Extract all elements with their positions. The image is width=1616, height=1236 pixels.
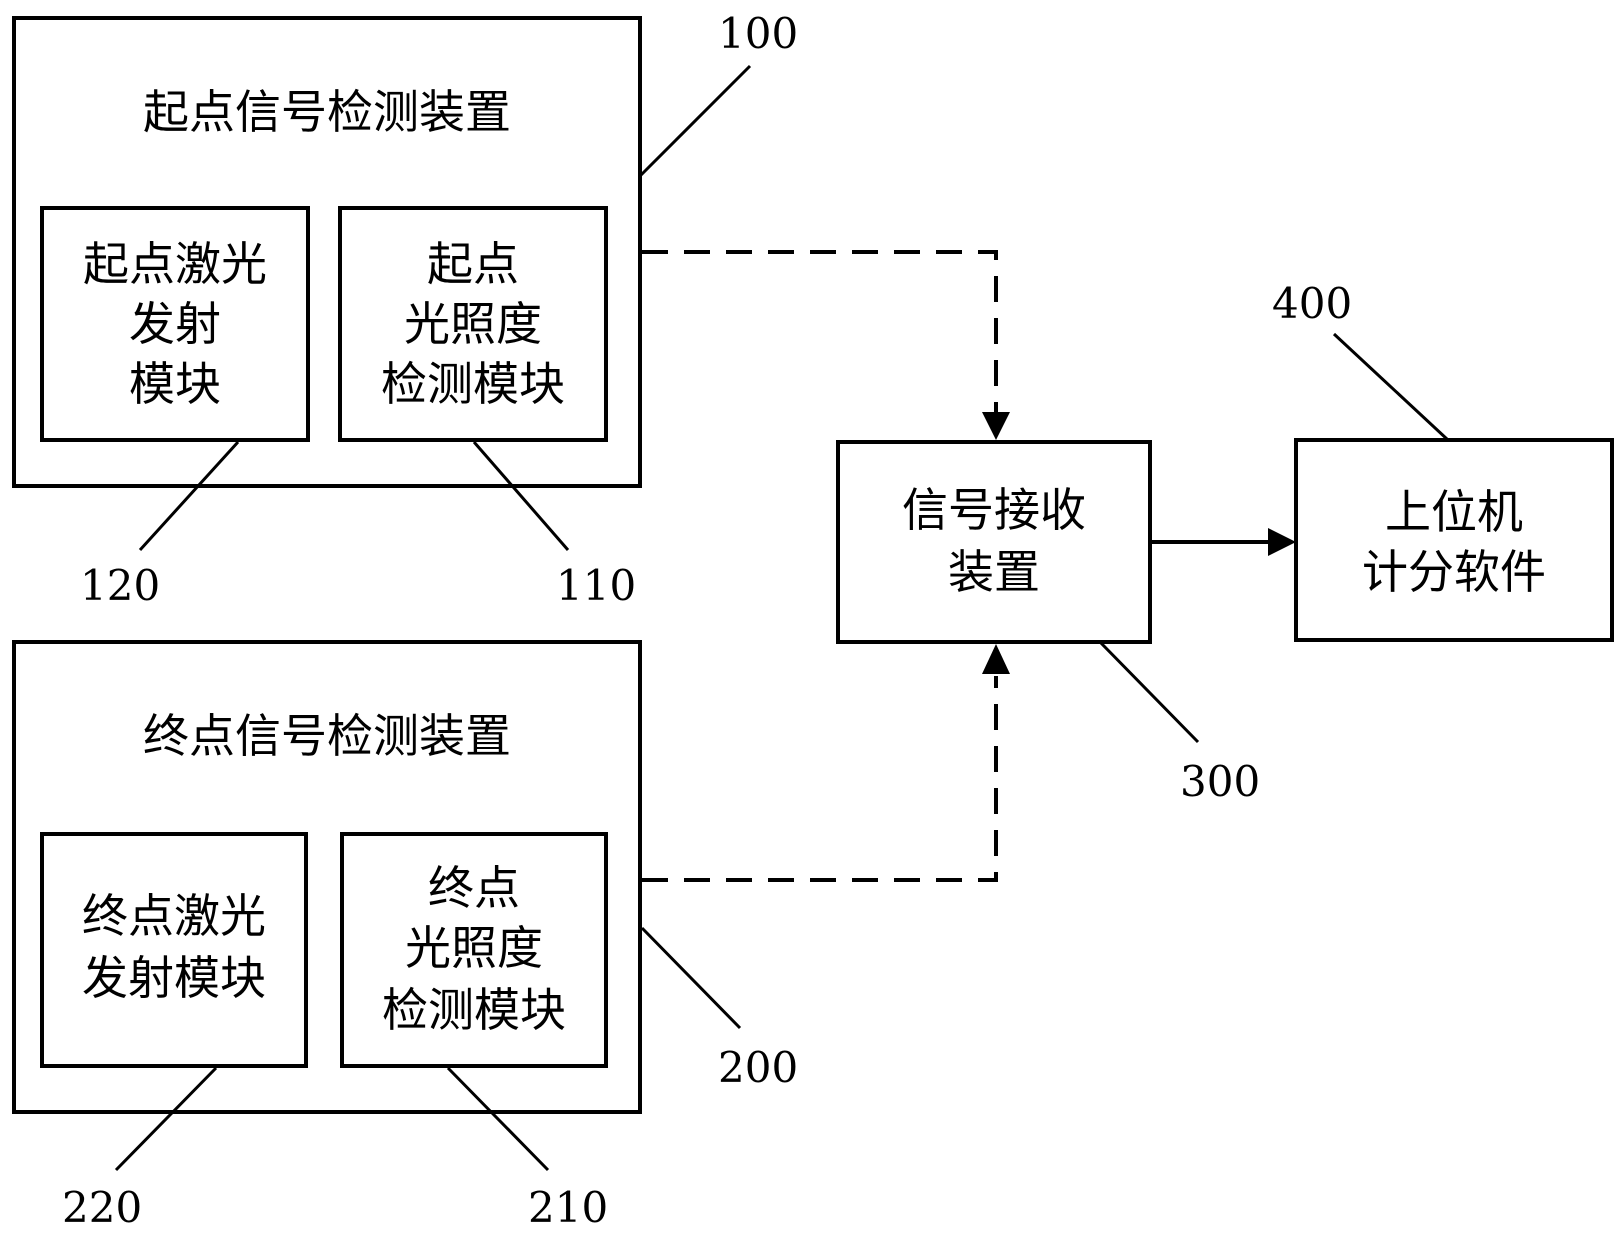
- start-light-module-line-3: 检测模块: [381, 357, 565, 411]
- start-laser-module-line-1: 起点激光: [83, 237, 267, 291]
- end-to-receiver-arrowhead: [982, 644, 1010, 674]
- host-software-box: [1294, 438, 1614, 642]
- ref-110: 110: [556, 561, 636, 610]
- start-laser-module-box: [40, 206, 310, 442]
- leader-110: [472, 441, 570, 551]
- leader-210: [446, 1066, 550, 1172]
- receiver-line-1: 信号接收: [902, 483, 1086, 537]
- end-light-module-line-3: 检测模块: [382, 983, 566, 1037]
- end-laser-module-box: [40, 832, 308, 1068]
- end-device: 终点信号检测装置 终点激光 发射模块 终点 光照度 检测模块: [12, 640, 642, 1114]
- end-laser-module-line-2: 发射模块: [82, 951, 266, 1005]
- end-light-module-line-2: 光照度: [405, 921, 543, 975]
- start-to-receiver-dashed-link: [642, 250, 998, 412]
- leader-400: [1332, 332, 1450, 442]
- receiver-to-host-arrowhead: [1268, 528, 1296, 556]
- receiver-line-2: 装置: [948, 545, 1040, 599]
- start-device: 起点信号检测装置 起点激光 发射 模块 起点 光照度 检测模块: [12, 16, 642, 488]
- ref-220: 220: [62, 1183, 142, 1232]
- start-light-module-box: [338, 206, 608, 442]
- leader-120: [138, 440, 240, 552]
- start-light-module-line-1: 起点: [427, 237, 519, 291]
- leader-200: [640, 926, 742, 1030]
- ref-200: 200: [718, 1043, 798, 1092]
- leader-100: [638, 64, 752, 178]
- start-laser-module-line-2: 发射: [129, 297, 221, 351]
- end-to-receiver-dashed-link: [642, 676, 998, 882]
- ref-120: 120: [80, 561, 160, 610]
- start-to-receiver-arrowhead: [982, 412, 1010, 440]
- end-laser-module-line-1: 终点激光: [82, 889, 266, 943]
- end-light-module-box: [340, 832, 608, 1068]
- start-device-title: 起点信号检测装置: [143, 85, 511, 139]
- end-device-title: 终点信号检测装置: [143, 709, 511, 763]
- host-software-line-1: 上位机: [1385, 485, 1523, 539]
- receiver: 信号接收 装置: [836, 440, 1152, 644]
- leader-300: [1098, 640, 1200, 744]
- host-software: 上位机 计分软件: [1294, 438, 1614, 642]
- ref-300: 300: [1180, 757, 1260, 806]
- start-light-module-line-2: 光照度: [404, 297, 542, 351]
- end-light-module-line-1: 终点: [428, 861, 520, 915]
- start-laser-module-line-3: 模块: [129, 357, 221, 411]
- host-software-line-2: 计分软件: [1362, 545, 1546, 599]
- ref-100: 100: [718, 9, 798, 58]
- receiver-box: [836, 440, 1152, 644]
- ref-210: 210: [528, 1183, 608, 1232]
- ref-400: 400: [1272, 279, 1352, 328]
- leader-220: [114, 1066, 218, 1172]
